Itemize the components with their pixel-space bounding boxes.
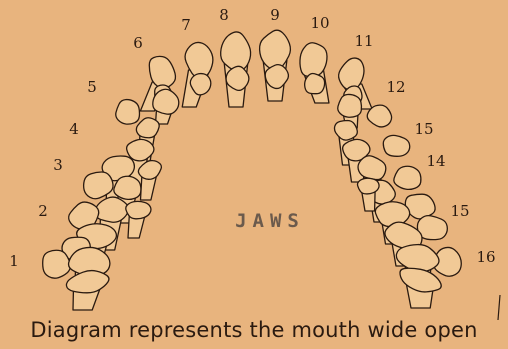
- molar-crown: [114, 176, 141, 199]
- tooth-inner: [265, 65, 288, 89]
- molar-crown: [338, 94, 362, 117]
- tooth-number: 15: [414, 120, 433, 138]
- molar-crown: [153, 89, 179, 114]
- tooth-number: 8: [219, 6, 229, 24]
- tooth-number: 9: [270, 6, 280, 24]
- molar-crown: [66, 271, 109, 293]
- tooth-number: 2: [38, 202, 48, 220]
- molar-crown: [394, 166, 421, 189]
- tooth-number: 14: [426, 152, 445, 170]
- tooth-number: 1: [9, 252, 19, 270]
- teeth-group: [43, 30, 462, 310]
- molar-crown: [334, 121, 357, 141]
- jaws-label: JAWS: [205, 210, 335, 232]
- molar-crown: [43, 250, 71, 278]
- diagram-caption: Diagram represents the mouth wide open: [0, 318, 508, 342]
- molar-crown: [136, 118, 159, 138]
- tooth-inner: [305, 74, 325, 94]
- tooth-number: 15: [450, 202, 469, 220]
- tooth-number: 7: [181, 16, 191, 34]
- tooth-number: 11: [354, 32, 373, 50]
- molar-crown: [126, 201, 151, 218]
- tooth-number: 3: [53, 156, 63, 174]
- tooth-number: 16: [476, 248, 495, 266]
- molar-crown: [358, 156, 386, 180]
- molar-crown: [383, 135, 409, 156]
- tooth-number: 10: [310, 14, 329, 32]
- tooth-number: 6: [133, 34, 143, 52]
- tooth-number: 5: [87, 78, 97, 96]
- molar-crown: [400, 268, 441, 292]
- molar-crown: [396, 245, 439, 273]
- tooth-number: 12: [386, 78, 405, 96]
- molar-crown: [116, 100, 140, 125]
- molar-crown: [367, 105, 391, 127]
- tooth-crown: [300, 43, 327, 77]
- molar-crown: [95, 197, 128, 222]
- tooth-number: 4: [69, 120, 79, 138]
- edge-mark: [498, 295, 500, 320]
- molar-crown: [358, 178, 380, 194]
